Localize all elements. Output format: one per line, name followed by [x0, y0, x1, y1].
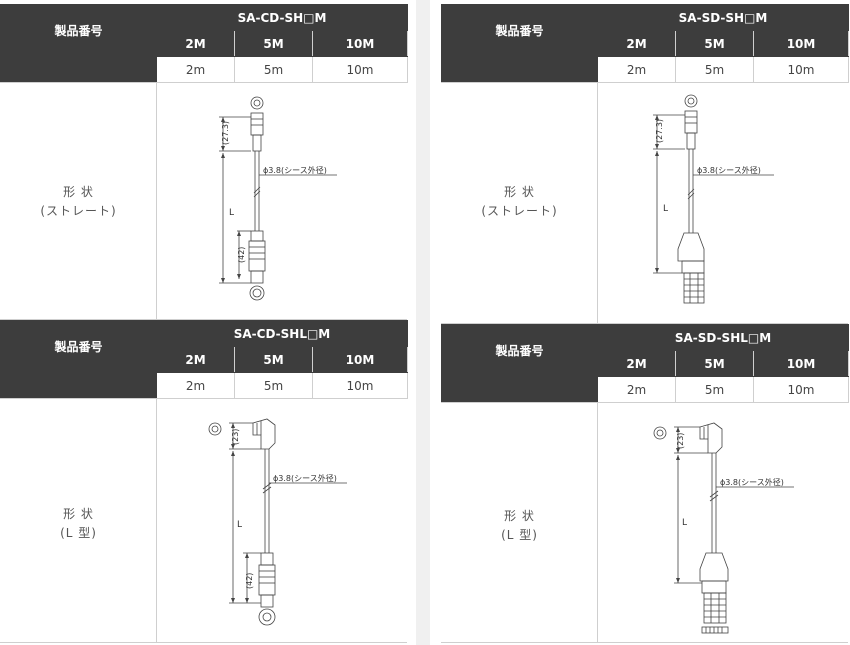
label-filler	[441, 56, 598, 83]
length-value: 5m	[234, 372, 313, 399]
length-value: 2m	[597, 376, 676, 403]
length-value: 2m	[597, 56, 676, 83]
length-value: 2m	[156, 56, 235, 83]
dim-top-label: (23)	[676, 433, 685, 449]
panel-sa-sd-sh: 製品番号 SA-SD-SH□M 2M 5M 10M 2m 5m 10m 形 状 …	[441, 0, 850, 324]
dim-cable-label: ϕ3.8(シース外径)	[720, 477, 784, 487]
dim-length-label: L	[663, 204, 668, 214]
product-number-label: 製品番号	[0, 4, 157, 57]
spec-table: 製品番号 SA-CD-SHL□M 2M 5M 10M 2m 5m 10m	[0, 320, 408, 399]
shape-row: 形 状 (ストレート)	[0, 82, 407, 320]
shape-type: (ストレート)	[40, 204, 117, 218]
dim-top-label: (27.3)	[221, 121, 230, 145]
shape-row: 形 状 (L 型)	[0, 398, 407, 643]
spec-table: 製品番号 SA-CD-SH□M 2M 5M 10M 2m 5m 10m	[0, 4, 408, 83]
length-header: 10M	[312, 30, 408, 57]
length-value: 5m	[675, 376, 754, 403]
shape-title: 形 状	[63, 507, 94, 521]
shape-label: 形 状 (L 型)	[441, 507, 598, 545]
spec-table: 製品番号 SA-SD-SH□M 2M 5M 10M 2m 5m 10m	[441, 4, 850, 83]
length-header: 10M	[312, 346, 408, 373]
shape-type: (ストレート)	[481, 204, 558, 218]
product-number-label: 製品番号	[441, 324, 598, 377]
cable-drawing-l-type: (23) ϕ3.8(シース外径) L	[597, 403, 848, 642]
length-value: 5m	[234, 56, 313, 83]
model-name: SA-CD-SH□M	[156, 4, 408, 31]
product-number-label: 製品番号	[441, 4, 598, 57]
length-header: 10M	[752, 350, 850, 377]
length-header: 5M	[675, 350, 754, 377]
shape-type: (L 型)	[60, 526, 97, 540]
model-name: SA-SD-SHL□M	[596, 324, 850, 351]
length-value: 2m	[156, 372, 235, 399]
shape-title: 形 状	[504, 185, 535, 199]
spec-table: 製品番号 SA-SD-SHL□M 2M 5M 10M 2m 5m 10m	[441, 324, 850, 403]
shape-label: 形 状 (L 型)	[0, 505, 157, 543]
length-value: 10m	[312, 372, 408, 399]
label-filler	[0, 56, 157, 83]
dim-cable-label: ϕ3.8(シース外径)	[697, 165, 761, 175]
label-filler	[0, 372, 157, 399]
length-header: 5M	[234, 30, 313, 57]
panel-sa-cd-sh: 製品番号 SA-CD-SH□M 2M 5M 10M 2m 5m 10m 形 状 …	[0, 0, 408, 320]
shape-row: 形 状 (ストレート)	[441, 82, 848, 324]
shape-label: 形 状 (ストレート)	[0, 183, 157, 221]
dim-top-label: (23)	[231, 429, 240, 445]
dim-cable-label: ϕ3.8(シース外径)	[273, 473, 337, 483]
length-value: 10m	[312, 56, 408, 83]
product-number-label: 製品番号	[0, 320, 157, 373]
cable-drawing-straight: (27.3) ϕ3.8(シース外径) L (42)	[156, 83, 407, 319]
model-name: SA-CD-SHL□M	[156, 320, 408, 347]
length-value: 10m	[752, 376, 850, 403]
length-header: 2M	[156, 30, 235, 57]
cable-drawing-l-type: (23) ϕ3.8(シース外径) L (42)	[156, 399, 407, 642]
panel-sa-cd-shl: 製品番号 SA-CD-SHL□M 2M 5M 10M 2m 5m 10m 形 状…	[0, 318, 408, 643]
dim-bottom-label: (42)	[237, 247, 246, 263]
length-header: 2M	[597, 350, 676, 377]
dim-top-label: (27.3)	[655, 119, 664, 143]
shape-type: (L 型)	[501, 528, 538, 542]
dim-cable-label: ϕ3.8(シース外径)	[263, 165, 327, 175]
length-value: 10m	[752, 56, 850, 83]
dim-length-label: L	[229, 208, 234, 218]
panel-sa-sd-shl: 製品番号 SA-SD-SHL□M 2M 5M 10M 2m 5m 10m 形 状…	[441, 322, 850, 643]
shape-title: 形 状	[63, 185, 94, 199]
length-value: 5m	[675, 56, 754, 83]
shape-row: 形 状 (L 型)	[441, 402, 848, 643]
length-header: 5M	[234, 346, 313, 373]
label-filler	[441, 376, 598, 403]
length-header: 5M	[675, 30, 754, 57]
cable-drawing-straight: (27.3) ϕ3.8(シース外径) L	[597, 83, 848, 323]
shape-title: 形 状	[504, 509, 535, 523]
length-header: 2M	[156, 346, 235, 373]
shape-label: 形 状 (ストレート)	[441, 183, 598, 221]
dim-length-label: L	[682, 518, 687, 528]
column-divider	[416, 0, 430, 645]
model-name: SA-SD-SH□M	[596, 4, 850, 31]
length-header: 10M	[752, 30, 850, 57]
dim-length-label: L	[237, 520, 242, 530]
length-header: 2M	[597, 30, 676, 57]
dim-bottom-label: (42)	[245, 573, 254, 589]
